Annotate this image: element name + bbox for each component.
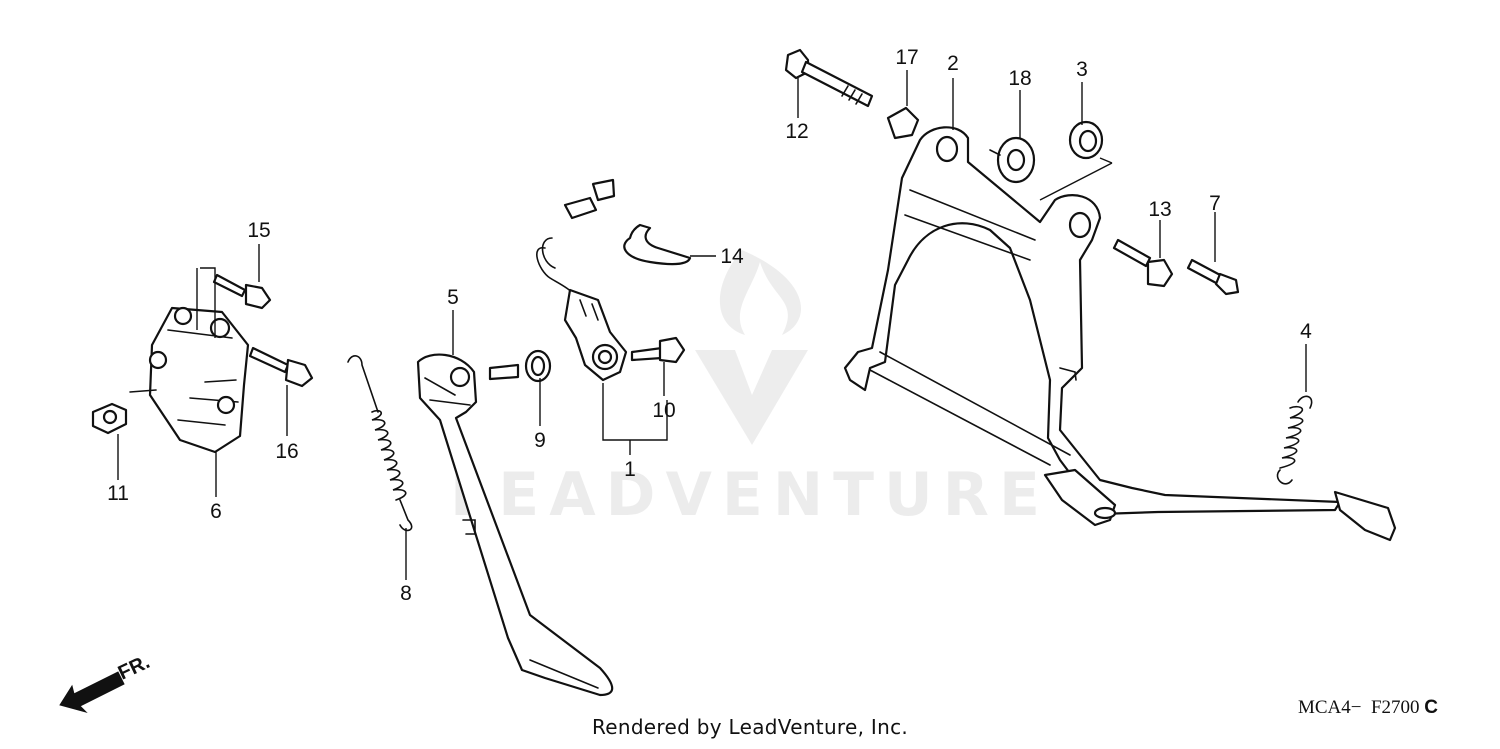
watermark-logo: [695, 250, 808, 445]
bolt-13[interactable]: [1112, 238, 1174, 288]
wire-clamp[interactable]: [623, 223, 692, 266]
callout-2: 2: [947, 52, 959, 75]
callout-3: 3: [1076, 58, 1088, 81]
side-stand[interactable]: [416, 353, 614, 697]
callout-11: 11: [107, 482, 129, 505]
callout-8: 8: [400, 582, 412, 605]
callout-1: 1: [624, 458, 636, 481]
leader-lines: [117, 70, 1307, 580]
callout-18: 18: [1008, 67, 1031, 90]
callout-16: 16: [275, 440, 298, 463]
bolt-15[interactable]: [212, 273, 272, 310]
callout-7: 7: [1209, 192, 1221, 215]
callout-12: 12: [785, 120, 808, 143]
callout-4: 4: [1300, 320, 1312, 343]
bush-3[interactable]: [1068, 120, 1104, 160]
pivot-bolt-12[interactable]: [784, 48, 874, 108]
bolt-7[interactable]: [1186, 258, 1240, 296]
callout-17: 17: [895, 46, 918, 69]
collar-18[interactable]: [989, 136, 1036, 184]
callout-14: 14: [720, 245, 744, 268]
side-stand-switch[interactable]: [536, 178, 628, 382]
callout-10: 10: [652, 399, 675, 422]
switch-bolt-10[interactable]: [630, 336, 686, 364]
diagram-code-suffix: C: [1424, 697, 1438, 718]
main-stand[interactable]: [843, 126, 1397, 542]
collar-17[interactable]: [886, 106, 920, 140]
diagram-code: MCA4− F2700 C: [1298, 697, 1438, 719]
flange-nut[interactable]: [91, 402, 128, 435]
callout-5: 5: [447, 286, 459, 309]
main-stand-spring[interactable]: [1276, 395, 1313, 485]
diagram-code-text: MCA4− F2700: [1297, 697, 1420, 718]
switch-bolt-9[interactable]: [488, 349, 552, 383]
watermark-text: LEADVENTURE: [450, 460, 1050, 530]
callout-9: 9: [534, 429, 546, 452]
render-credit: Rendered by LeadVenture, Inc.: [591, 715, 909, 739]
front-arrow-icon: [59, 671, 125, 713]
callout-15: 15: [247, 219, 270, 242]
side-stand-bracket[interactable]: [129, 306, 250, 454]
callout-13: 13: [1148, 198, 1171, 221]
callout-6: 6: [210, 500, 222, 523]
side-stand-spring[interactable]: [347, 355, 413, 532]
bolt-16[interactable]: [248, 346, 314, 388]
